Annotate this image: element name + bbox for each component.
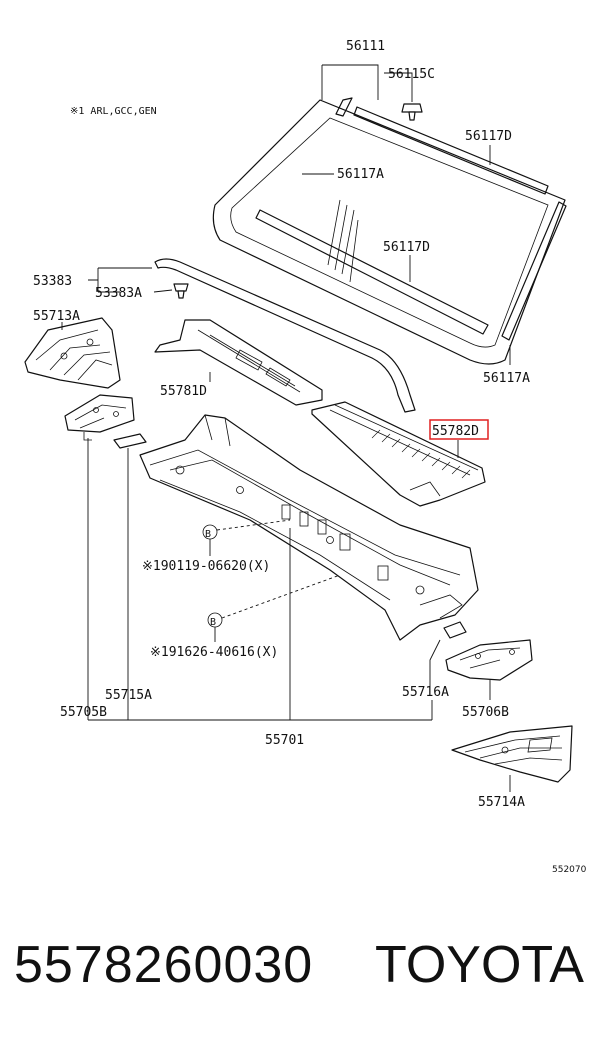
windshield-glass[interactable]	[212, 99, 566, 365]
drawing-code: 552070	[552, 865, 587, 875]
brand-name: TOYOTA	[375, 936, 584, 994]
cowl-louver-left[interactable]	[154, 319, 323, 406]
bracket-55715A[interactable]	[113, 433, 147, 449]
label-55705B[interactable]: 55705B	[60, 705, 107, 720]
bolt-marker-1-label: B	[205, 529, 211, 540]
part-number: 5578260030	[14, 936, 314, 994]
label-56117D-top[interactable]: 56117D	[465, 129, 512, 144]
bolt-marker-2-label: B	[210, 617, 216, 628]
bracket-55716A[interactable]	[443, 621, 467, 639]
label-91626-40616[interactable]: ※191626-40616(X)	[150, 645, 278, 660]
label-55716A[interactable]: 55716A	[402, 685, 449, 700]
cowl-side-panel-left[interactable]	[24, 317, 121, 389]
windshield-molding-lower[interactable]	[255, 209, 489, 335]
label-55781D[interactable]: 55781D	[160, 384, 207, 399]
label-53383[interactable]: 53383	[33, 274, 72, 289]
windshield-molding-top[interactable]	[353, 106, 549, 195]
cowl-weatherstrip[interactable]	[154, 258, 416, 413]
label-56117A-bottom[interactable]: 56117A	[483, 371, 530, 386]
label-56111[interactable]: 56111	[346, 39, 385, 54]
label-90119-06620[interactable]: ※190119-06620(X)	[142, 559, 270, 574]
cowl-side-panel-right[interactable]	[451, 725, 573, 783]
windshield-clip[interactable]	[401, 103, 423, 121]
windshield-molding-upper-left[interactable]	[335, 97, 353, 117]
label-55713A[interactable]: 55713A	[33, 309, 80, 324]
bracket-55706B[interactable]	[445, 639, 533, 681]
label-53383A[interactable]: 53383A	[95, 286, 142, 301]
label-55782D[interactable]: 55782D	[432, 424, 479, 439]
footer: 5578260030 TOYOTA	[0, 935, 600, 1015]
label-56117A-top[interactable]: 56117A	[337, 167, 384, 182]
weatherstrip-clip[interactable]	[173, 283, 189, 299]
highlight-box	[429, 419, 489, 440]
cowl-louver-right[interactable]	[311, 401, 486, 507]
windshield-molding-side[interactable]	[501, 201, 567, 341]
label-56115C[interactable]: 56115C	[388, 67, 435, 82]
applicability-note: ※1 ARL,GCC,GEN	[70, 106, 157, 117]
label-55701[interactable]: 55701	[265, 733, 304, 748]
label-56117D-mid[interactable]: 56117D	[383, 240, 430, 255]
bracket-55705B[interactable]	[64, 394, 135, 441]
label-55715A[interactable]: 55715A	[105, 688, 152, 703]
label-55714A[interactable]: 55714A	[478, 795, 525, 810]
label-55706B[interactable]: 55706B	[462, 705, 509, 720]
